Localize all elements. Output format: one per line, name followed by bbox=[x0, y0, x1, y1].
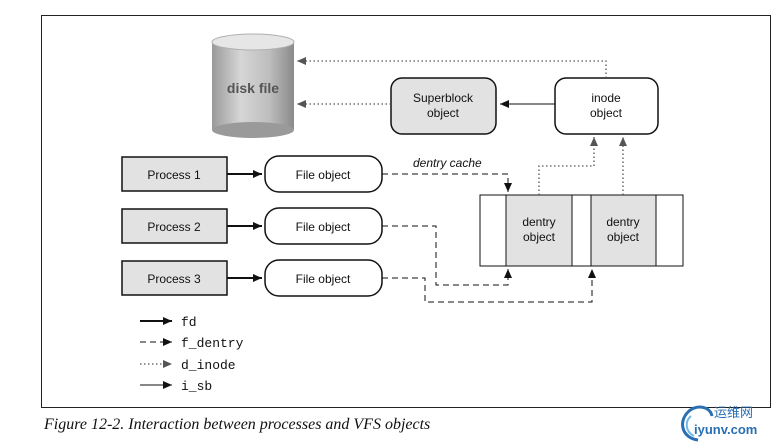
watermark-cn: 运维网 bbox=[714, 406, 754, 421]
legend: fd f_dentry d_inode i_sb bbox=[140, 315, 244, 394]
process-2-label: Process 2 bbox=[147, 220, 201, 234]
process-2: Process 2 bbox=[121, 208, 228, 244]
dentry-cache-label: dentry cache bbox=[413, 156, 482, 170]
process-1-box bbox=[121, 156, 228, 192]
process-3-box bbox=[121, 260, 228, 296]
watermark-en: iyunv.com bbox=[694, 422, 758, 437]
dentry-object-1-label-1: dentry bbox=[522, 215, 555, 229]
legend-isb-label: i_sb bbox=[181, 379, 212, 394]
superblock-label-1: Superblock bbox=[413, 91, 474, 105]
legend-fdentry-label: f_dentry bbox=[181, 336, 244, 351]
file-object-1-label: File object bbox=[296, 168, 351, 182]
process-1: Process 1 bbox=[121, 156, 228, 192]
legend-fd-label: fd bbox=[181, 315, 197, 330]
inode-object: inode object bbox=[554, 77, 659, 135]
inode-label-1: inode bbox=[591, 91, 621, 105]
disk-bottom bbox=[212, 122, 294, 138]
file-object-2-label: File object bbox=[296, 220, 351, 234]
superblock-object: Superblock object bbox=[390, 77, 497, 135]
disk-body bbox=[212, 42, 294, 130]
fdentry-link-2 bbox=[382, 225, 512, 286]
file-object-3: File object bbox=[264, 259, 383, 297]
dentry-object-2-label-2: object bbox=[607, 230, 640, 244]
fdentry-link-1 bbox=[382, 173, 512, 192]
process-3: Process 3 bbox=[121, 260, 228, 296]
process-3-label: Process 3 bbox=[147, 272, 201, 286]
figure-caption: Figure 12-2. Interaction between process… bbox=[44, 416, 431, 433]
superblock-label-2: object bbox=[427, 106, 460, 120]
dentry-cache: dentry object dentry object bbox=[479, 194, 684, 267]
file-object-3-label: File object bbox=[296, 272, 351, 286]
figure-frame bbox=[41, 15, 771, 408]
inode-to-disk-link bbox=[297, 57, 607, 78]
inode-label-2: object bbox=[590, 106, 623, 120]
superblock-box bbox=[390, 77, 497, 135]
process-1-label: Process 1 bbox=[147, 168, 201, 182]
dentry1-to-inode-link bbox=[538, 137, 598, 195]
swirl-logo-icon bbox=[681, 405, 714, 442]
watermark: 运维网 iyunv.com bbox=[676, 400, 772, 444]
file-object-2: File object bbox=[264, 207, 383, 245]
dentry-object-2-box bbox=[590, 194, 657, 267]
dentry-object-2-label-1: dentry bbox=[606, 215, 639, 229]
process-2-box bbox=[121, 208, 228, 244]
disk-label: disk file bbox=[227, 80, 279, 96]
disk-top bbox=[211, 33, 295, 51]
disk-file: disk file bbox=[211, 33, 295, 138]
dentry-object-1-label-2: object bbox=[523, 230, 556, 244]
file-object-1: File object bbox=[264, 155, 383, 193]
legend-dinode-label: d_inode bbox=[181, 358, 236, 373]
dentry-object-1-box bbox=[505, 194, 573, 267]
fdentry-link-3 bbox=[382, 269, 596, 303]
